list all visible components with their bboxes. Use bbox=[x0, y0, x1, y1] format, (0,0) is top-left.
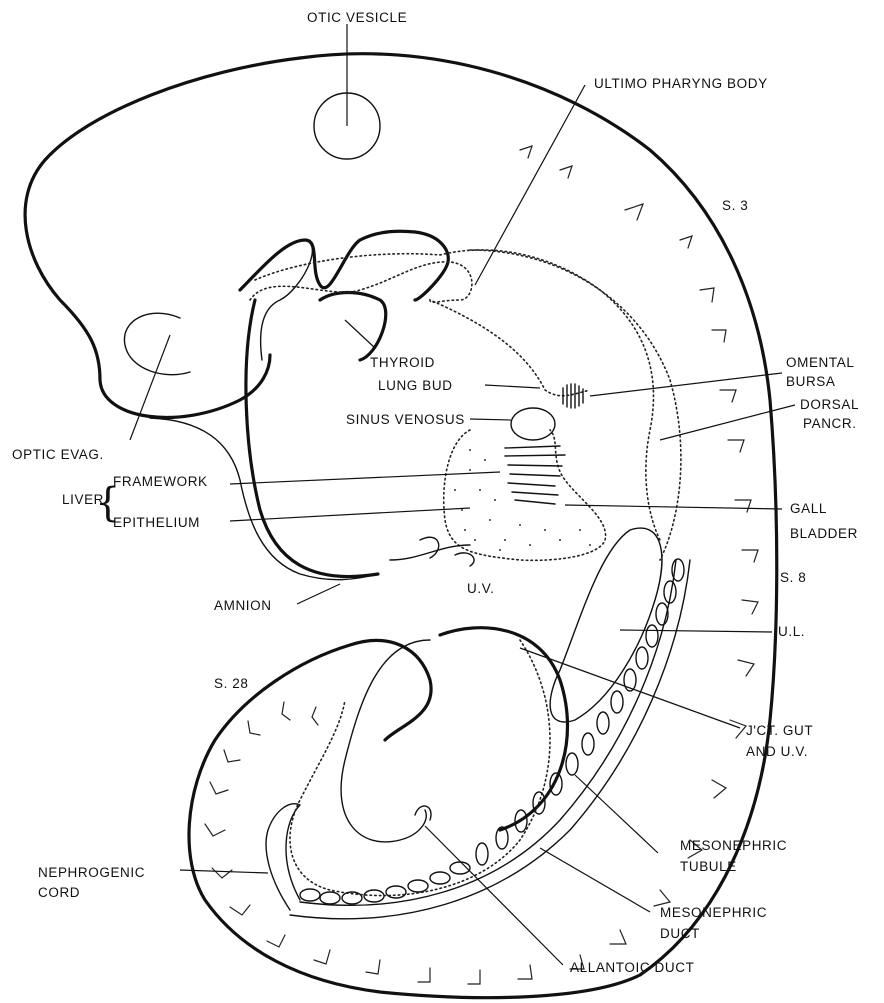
label-otic-vesicle: OTIC VESICLE bbox=[307, 10, 407, 25]
label-mesonephric-duct-line2: DUCT bbox=[660, 926, 700, 941]
label-somite-8: S. 8 bbox=[780, 570, 806, 585]
mesonephric-tubules bbox=[300, 559, 684, 904]
label-somite-28: S. 28 bbox=[214, 676, 249, 691]
label-omental-bursa-line2: BURSA bbox=[786, 374, 836, 389]
label-somite-3: S. 3 bbox=[722, 198, 748, 213]
label-mesonephric-duct-line1: MESONEPHRIC bbox=[660, 905, 767, 920]
label-amnion: AMNION bbox=[214, 598, 272, 613]
body-outline bbox=[189, 54, 777, 998]
allantoic-tip bbox=[415, 806, 431, 820]
optic-evagination bbox=[124, 313, 190, 374]
omental-bursa-hatch bbox=[563, 384, 583, 408]
label-thyroid: THYROID bbox=[370, 355, 435, 370]
liver-stipple bbox=[454, 449, 591, 551]
lower-gut-dotted bbox=[290, 640, 550, 896]
label-optic-evag: OPTIC EVAG. bbox=[12, 447, 104, 462]
arch-inner bbox=[261, 240, 313, 360]
label-omental-bursa-line1: OMENTAL bbox=[786, 355, 854, 370]
label-jct-gut-line2: AND U.V. bbox=[746, 744, 808, 759]
label-urogenital-ridge: U.L. bbox=[778, 624, 805, 639]
pharyngeal-arches bbox=[240, 231, 448, 300]
label-gall-bladder-line2: BLADDER bbox=[790, 526, 858, 541]
sinus-venosus bbox=[511, 408, 555, 440]
thyroid-loop bbox=[320, 293, 386, 361]
label-dorsal-pancr-line1: DORSAL bbox=[800, 397, 859, 412]
label-sinus-venosus: SINUS VENOSUS bbox=[346, 412, 465, 427]
amnion-fold bbox=[246, 300, 378, 577]
label-allantoic-duct: ALLANTOIC DUCT bbox=[570, 960, 694, 975]
head-outline bbox=[25, 58, 300, 417]
nephrogenic-cord bbox=[266, 804, 300, 910]
label-ultimo-pharyng-body: ULTIMO PHARYNG BODY bbox=[594, 76, 768, 91]
liver-epithelium-strands bbox=[505, 446, 565, 504]
label-mesonephric-tubule-line1: MESONEPHRIC bbox=[680, 838, 787, 853]
neck-line bbox=[150, 418, 378, 580]
liver-outline bbox=[444, 430, 606, 560]
label-epithelium: EPITHELIUM bbox=[113, 515, 200, 530]
label-nephrogenic-cord-line1: NEPHROGENIC bbox=[38, 865, 145, 880]
label-nephrogenic-cord-line2: CORD bbox=[38, 885, 80, 900]
foregut-dotted bbox=[250, 262, 590, 396]
label-dorsal-pancr-line2: PANCR. bbox=[803, 416, 857, 431]
leader-lines bbox=[130, 24, 795, 965]
label-lung-bud: LUNG BUD bbox=[378, 378, 453, 393]
label-umbilical-vein: U.V. bbox=[467, 581, 494, 596]
label-jct-gut-line1: J'CT. GUT bbox=[746, 723, 813, 738]
label-mesonephric-tubule-line2: TUBULE bbox=[680, 859, 737, 874]
label-gall-bladder-line1: GALL bbox=[790, 501, 827, 516]
umbilical-veins bbox=[390, 537, 474, 566]
label-framework: FRAMEWORK bbox=[113, 474, 208, 489]
